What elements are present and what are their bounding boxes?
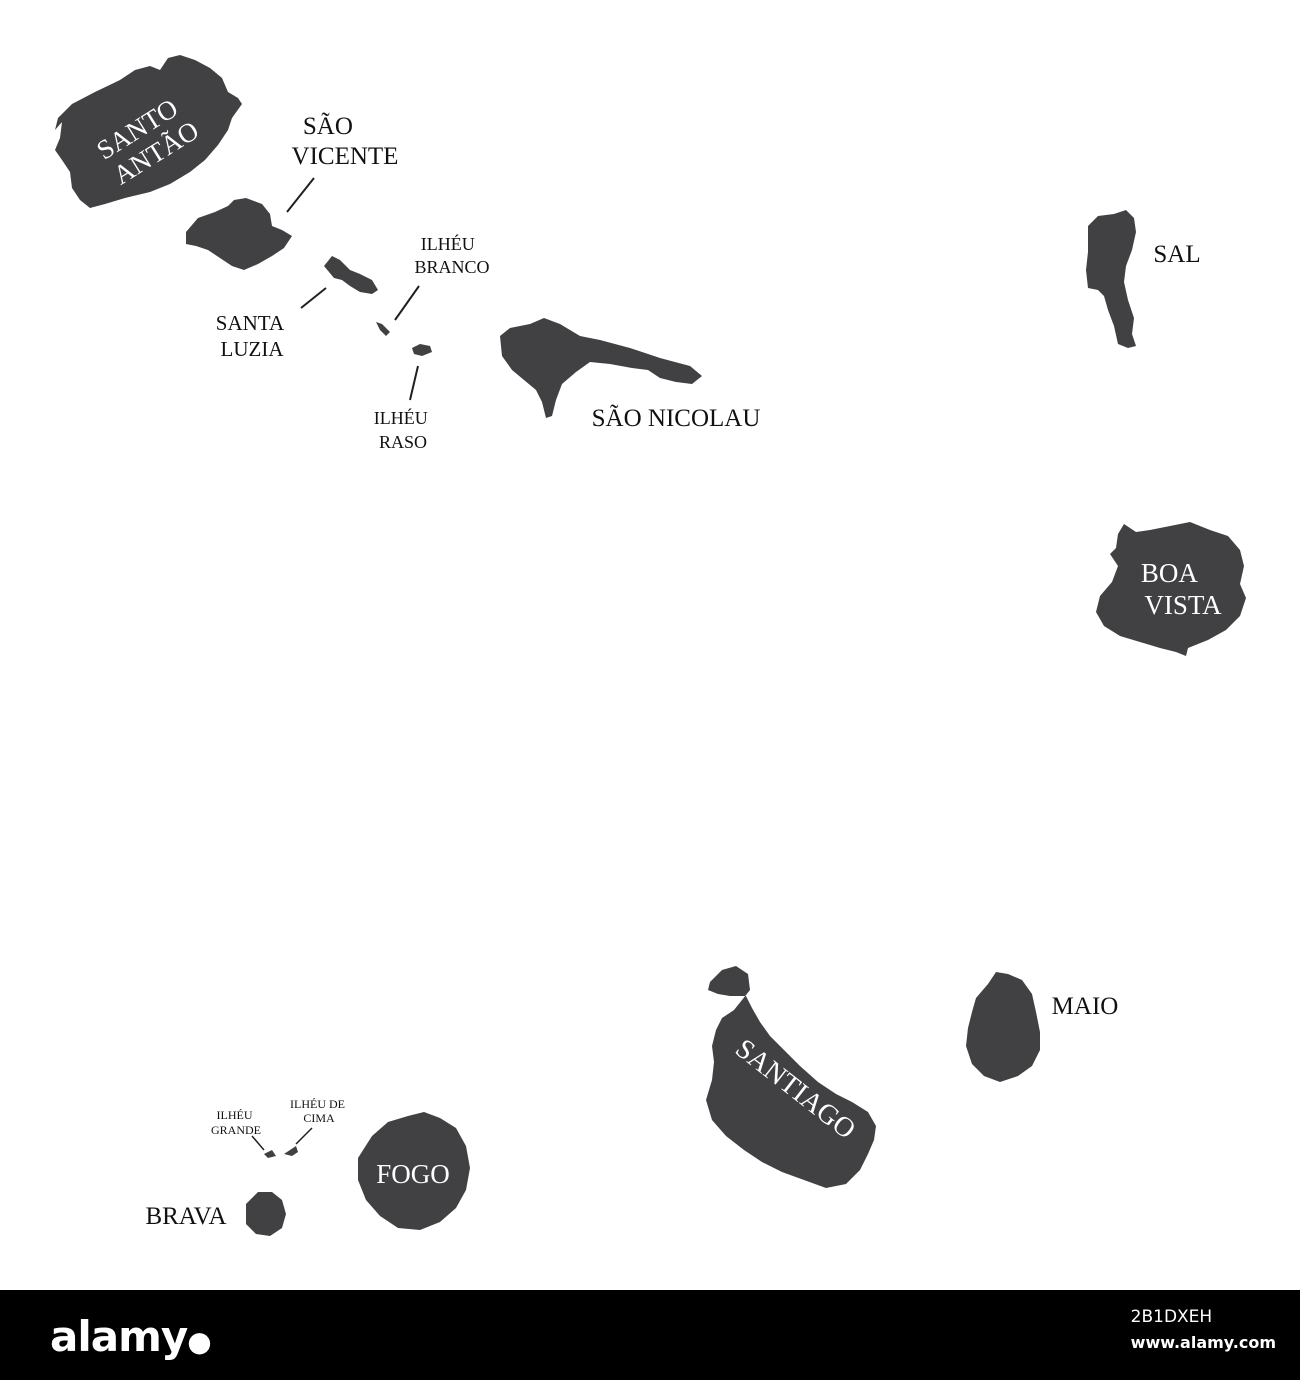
label-ilheu-grande: ILHÉU GRANDE (211, 1108, 261, 1137)
label-brava: BRAVA (145, 1203, 226, 1230)
label-santa-luzia: SANTA LUZIA (216, 311, 288, 361)
leader-ilheu-grande (251, 1135, 265, 1151)
island-santa-luzia (324, 256, 378, 294)
label-ilheu-de-cima: ILHÉU DE CIMA (290, 1097, 348, 1125)
island-santiago (706, 966, 876, 1188)
leader-ilheu-de-cima (295, 1127, 313, 1145)
cape-verde-map: SANTO ANTÃO SÃO VICENTE SANTA LUZIA ILHÉ… (55, 55, 1246, 1236)
label-ilheu-branco: ILHÉU BRANCO (414, 233, 489, 277)
brand-text: alamy (50, 1312, 188, 1361)
island-ilheu-raso (412, 344, 432, 356)
brand-logo: alamy● (50, 1312, 212, 1361)
label-boa-vista: BOA VISTA (1141, 558, 1222, 620)
label-ilheu-raso: ILHÉU RASO (374, 407, 432, 452)
site-url: www.alamy.com (1130, 1333, 1276, 1352)
island-sal (1086, 210, 1136, 348)
label-sal: SAL (1153, 241, 1200, 268)
image-info: 2B1DXEH www.alamy.com (1131, 1304, 1276, 1356)
label-sao-nicolau: SÃO NICOLAU (592, 404, 761, 432)
island-sao-nicolau (500, 318, 702, 418)
leader-sao-vicente (286, 177, 315, 213)
watermark-footer: alamy● 2B1DXEH www.alamy.com (0, 1290, 1300, 1380)
island-santo-antao (55, 55, 242, 208)
island-ilheu-grande (264, 1150, 276, 1158)
island-ilheu-de-cima (284, 1146, 298, 1156)
leader-santa-luzia (300, 287, 327, 309)
leader-ilheu-branco (394, 285, 420, 321)
label-fogo: FOGO (376, 1159, 450, 1189)
leader-ilheu-raso (409, 365, 419, 401)
island-maio (966, 972, 1040, 1082)
island-ilheu-branco (376, 322, 390, 336)
island-sao-vicente (186, 198, 292, 270)
island-fogo (358, 1112, 470, 1230)
label-sao-vicente: SÃO VICENTE (292, 112, 399, 170)
island-brava (246, 1192, 286, 1236)
island-boa-vista (1096, 522, 1246, 656)
image-id: 2B1DXEH (1130, 1307, 1213, 1327)
label-maio: MAIO (1052, 993, 1119, 1020)
